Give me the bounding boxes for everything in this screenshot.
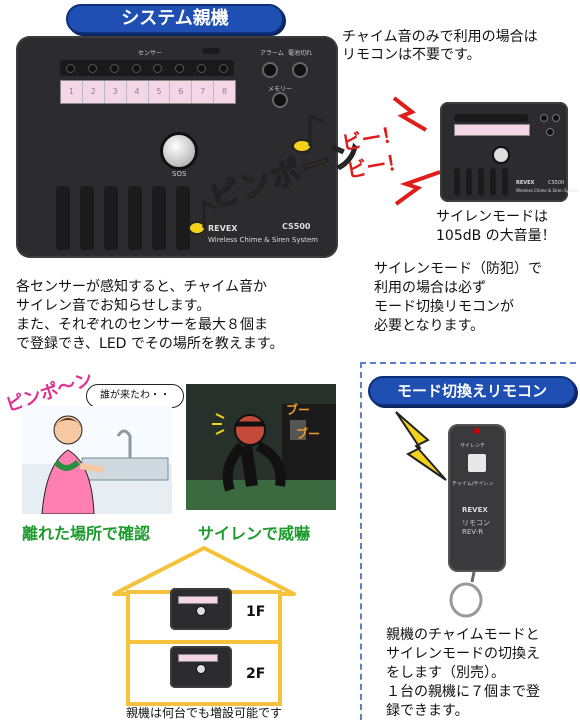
siren-sound-text: ビー！ ビー！ — [339, 121, 409, 183]
sos-button[interactable] — [160, 132, 198, 170]
floor-2-label: 2F — [246, 666, 266, 682]
sensor-label: センサー — [138, 50, 163, 57]
speaker-grille — [502, 168, 508, 196]
siren-zigzag-icon — [392, 168, 448, 208]
sensor-number: 2 — [83, 81, 105, 103]
key-ring-icon — [449, 572, 483, 618]
siren-volume-note: サイレンモードは 105dB の大音量！ — [436, 209, 556, 244]
led-indicator — [218, 63, 228, 73]
speaker-grille — [490, 168, 496, 196]
sos-button[interactable] — [492, 146, 510, 164]
section-divider — [360, 362, 576, 364]
speaker-grille — [176, 186, 190, 250]
model-name: CS500 — [282, 222, 311, 231]
lightning-bolt-icon — [395, 411, 447, 481]
memory-label: メモリー — [268, 86, 293, 93]
speaker-grille — [478, 168, 484, 196]
siren-zigzag-icon — [392, 94, 442, 134]
led-indicator — [196, 63, 206, 73]
product-line: Wireless Chime & Siren System — [516, 188, 579, 193]
alarm-label: アラーム — [260, 50, 284, 57]
led-indicator — [131, 63, 141, 73]
speaker-grille — [80, 186, 94, 250]
speech-bubble: 誰が来たわ・・ — [86, 384, 184, 408]
led-row — [60, 60, 234, 76]
remote-label: リモコン — [462, 519, 490, 527]
remote-control-image: サイレンチ チャイム/サイレン REVEX リモコン REV-R — [448, 424, 506, 572]
sensor-description: 各センサーが感知すると、チャイム音か サイレン音でお知らせします。 また、それぞ… — [16, 279, 284, 352]
alarm-knob[interactable] — [540, 114, 548, 122]
battery-label: 電池切れ — [288, 50, 313, 57]
floor-2-unit-image — [170, 646, 232, 688]
remote-not-required-note: チャイム音のみで利用の場合は リモコンは不要です。 — [342, 29, 538, 63]
brand-logo: REVEX — [516, 180, 535, 186]
sensor-number: 7 — [192, 81, 215, 103]
speaker-grille — [466, 168, 472, 196]
memory-knob[interactable] — [546, 128, 554, 136]
floor-1-label: 1F — [246, 604, 266, 620]
intruder-scene-image: ブー ブー — [186, 384, 336, 510]
kitchen-scene-image — [22, 406, 172, 514]
brand-logo: REVEX — [208, 224, 238, 233]
top-slot — [202, 48, 220, 54]
speaker-grille — [56, 186, 70, 250]
sos-button[interactable] — [196, 664, 206, 674]
battery-knob[interactable] — [292, 62, 308, 78]
speaker-grille — [454, 168, 460, 196]
led-indicator — [88, 63, 98, 73]
sensor-number: 6 — [170, 81, 193, 103]
sensor-number: 1 — [61, 81, 83, 103]
led-indicator — [109, 63, 119, 73]
remote-brand: REVEX — [462, 506, 488, 514]
sensor-number-strip — [178, 596, 218, 604]
siren-scene-caption: サイレンで威嚇 — [198, 524, 311, 543]
remote-button[interactable] — [468, 454, 486, 472]
sensor-number: 4 — [127, 81, 149, 103]
small-unit-image: REVEX CS500 Wireless Chime & Siren Syste… — [440, 102, 579, 202]
sensor-number-strip: 1 2 3 4 5 6 7 8 — [60, 80, 236, 104]
battery-knob[interactable] — [552, 114, 560, 122]
floor-1-unit-image — [170, 588, 232, 630]
led-indicator — [66, 63, 76, 73]
remote-model: REV-R — [462, 528, 484, 536]
speaker-grille — [104, 186, 118, 250]
sensor-number-strip — [454, 124, 530, 136]
music-note-icon — [292, 113, 325, 153]
led-row — [454, 114, 528, 122]
sensor-number: 8 — [222, 87, 228, 96]
alarm-knob[interactable] — [262, 62, 278, 78]
sensor-number-strip — [178, 654, 218, 662]
main-unit-image: センサー アラーム 電池切れ 1 2 3 4 5 6 7 8 メモリー SOS … — [16, 36, 338, 258]
chime-siren-label: チャイム/サイレン — [452, 481, 494, 487]
siren-mode-description: サイレンモード（防犯）で 利用の場合は必ず モード切換リモコンが 必要となります… — [374, 261, 542, 334]
remote-section-title: モード切換えリモコン — [368, 376, 576, 406]
led-indicator — [153, 63, 163, 73]
page-title: システム親機 — [66, 4, 284, 34]
led-indicator — [175, 63, 185, 73]
svg-text:ブー: ブー — [286, 402, 310, 417]
house-caption: 親機は何台でも増設可能です — [125, 706, 282, 720]
music-note-icon — [188, 199, 217, 235]
remote-description: 親機のチャイムモードと サイレンモードの切換え をします（別売）。 １台の親機に… — [386, 627, 540, 719]
chime-scene-caption: 離れた場所で確認 — [22, 524, 151, 543]
remote-top-label: サイレンチ — [460, 443, 486, 449]
model-name: CS500 — [548, 180, 565, 186]
section-divider — [360, 362, 362, 720]
speaker-grille — [128, 186, 142, 250]
sensor-number: 5 — [149, 81, 171, 103]
remote-led — [474, 428, 480, 434]
svg-text:ブー: ブー — [296, 426, 320, 441]
product-line: Wireless Chime & Siren System — [208, 236, 319, 244]
sos-button[interactable] — [196, 606, 206, 616]
sensor-number: 3 — [105, 81, 127, 103]
speaker-grille — [152, 186, 166, 250]
memory-knob[interactable] — [272, 92, 288, 108]
sos-label: SOS — [172, 170, 187, 178]
